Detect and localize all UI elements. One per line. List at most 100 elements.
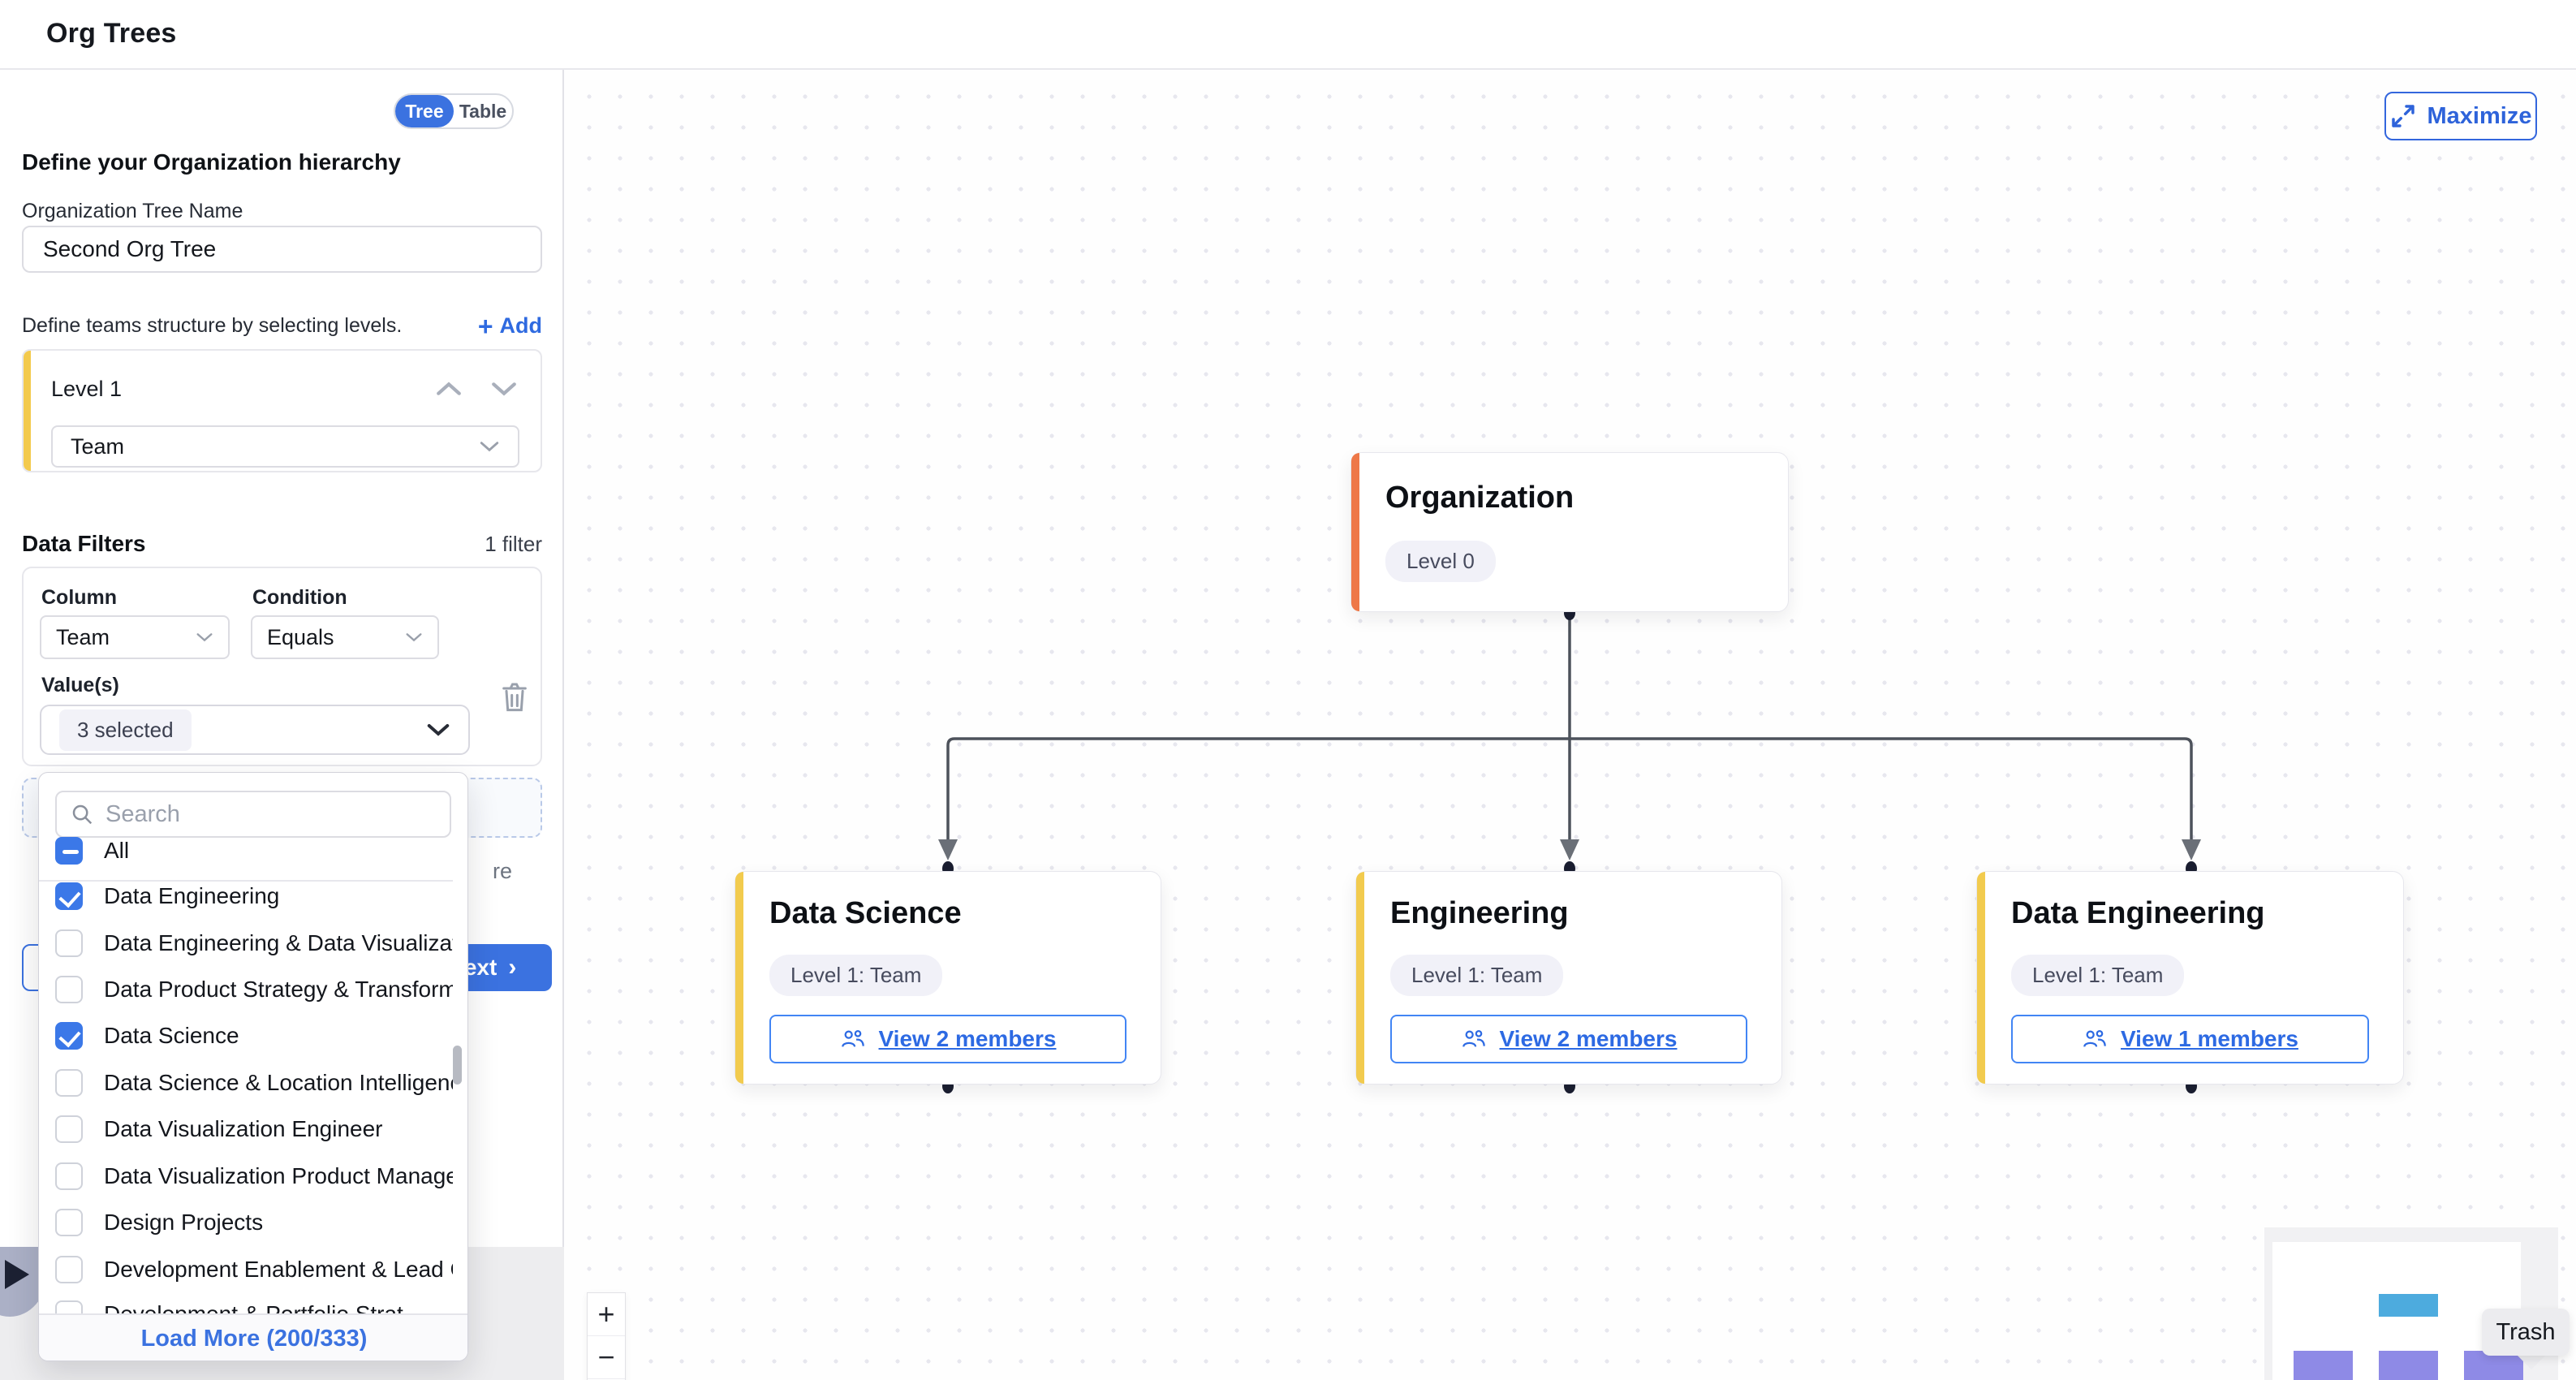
view-members-label: View 1 members <box>2121 1026 2298 1051</box>
view-members-button[interactable]: View 2 members <box>1390 1015 1747 1063</box>
node-level-badge: Level 1: Team <box>769 955 943 996</box>
level-card: Level 1 Team <box>22 349 542 472</box>
search-icon <box>72 804 93 825</box>
chevron-down-icon <box>427 724 450 736</box>
minimap-root-node <box>2379 1294 2438 1317</box>
sidebar-section-title: Define your Organization hierarchy <box>22 149 401 175</box>
option-checkbox[interactable] <box>55 1115 83 1143</box>
view-members-label: View 2 members <box>1499 1026 1678 1051</box>
node-accent-bar <box>1356 872 1364 1084</box>
trash-tooltip: Trash <box>2482 1309 2570 1356</box>
tree-edges <box>938 606 2201 1093</box>
dropdown-option[interactable]: Data Visualization Engineer <box>39 1108 453 1150</box>
chevron-down-icon <box>406 633 422 642</box>
filter-count-badge: 1 filter <box>485 532 542 556</box>
plus-icon: + <box>477 311 493 341</box>
data-filters-title: Data Filters <box>22 531 146 556</box>
node-title: Organization <box>1385 481 1574 515</box>
org-tree-canvas[interactable]: Maximize Organization Level 0 Data Scien… <box>564 70 2576 1380</box>
dropdown-option[interactable]: Development Enablement & Lead Ge... <box>39 1248 453 1291</box>
tree-name-input[interactable] <box>22 226 542 273</box>
values-label: Value(s) <box>41 674 119 696</box>
option-label: Design Projects <box>104 1210 264 1235</box>
maximize-label: Maximize <box>2427 102 2532 129</box>
zoom-out-button[interactable]: − <box>588 1336 625 1379</box>
obscured-text-fragment: re <box>493 859 513 883</box>
select-all-checkbox[interactable] <box>55 837 83 865</box>
values-multiselect[interactable]: 3 selected <box>40 705 470 755</box>
condition-label: Condition <box>252 586 347 609</box>
level-card-title: Level 1 <box>51 377 123 401</box>
add-level-button[interactable]: + Add <box>478 313 542 339</box>
option-checkbox[interactable] <box>55 1162 83 1190</box>
trash-tooltip-label: Trash <box>2496 1318 2556 1345</box>
option-label: Data Engineering & Data Visualization <box>104 930 453 955</box>
option-label: Development Enablement & Lead Ge... <box>104 1257 453 1282</box>
condition-select[interactable]: Equals <box>251 615 439 659</box>
condition-value: Equals <box>267 624 334 649</box>
option-checkbox[interactable] <box>55 1069 83 1097</box>
view-members-button[interactable]: View 2 members <box>769 1015 1126 1063</box>
dropdown-search-input[interactable] <box>106 800 414 828</box>
dropdown-option[interactable]: Data Visualization Product Managem... <box>39 1155 453 1197</box>
minimap[interactable] <box>2264 1227 2558 1380</box>
filter-card: Column Condition Team Equals Value(s) 3 … <box>22 567 542 766</box>
minimap-child-node <box>2379 1351 2438 1380</box>
toggle-tree-option[interactable]: Tree <box>395 95 454 127</box>
dropdown-scrollbar[interactable] <box>453 1046 462 1085</box>
column-value: Team <box>56 624 110 649</box>
dropdown-divider <box>39 880 453 882</box>
node-level-badge: Level 1: Team <box>2011 955 2185 996</box>
option-label: Data Science & Location Intelligence <box>104 1070 453 1095</box>
node-level-badge: Level 1: Team <box>1390 955 1564 996</box>
move-level-up-icon[interactable] <box>435 378 463 399</box>
dropdown-search[interactable] <box>55 791 451 838</box>
node-level-badge: Level 0 <box>1385 541 1496 582</box>
dropdown-option[interactable]: Data Engineering <box>39 875 453 917</box>
org-node-data-engineering[interactable]: Data Engineering Level 1: Team View 1 me… <box>1976 871 2404 1085</box>
add-level-label: Add <box>499 313 542 338</box>
delete-filter-icon[interactable] <box>498 679 531 714</box>
node-title: Data Engineering <box>2011 896 2265 930</box>
node-accent-bar <box>1351 453 1359 611</box>
dropdown-option[interactable]: Data Science & Location Intelligence <box>39 1062 453 1104</box>
option-checkbox[interactable] <box>55 882 83 910</box>
minimap-child-node <box>2294 1351 2353 1380</box>
dropdown-option[interactable]: Data Product Strategy & Transformat... <box>39 968 453 1011</box>
select-all-option[interactable]: All <box>39 830 453 872</box>
option-checkbox[interactable] <box>55 1209 83 1236</box>
values-dropdown-panel: All Data Engineering Data Engineering & … <box>38 772 468 1361</box>
view-members-button[interactable]: View 1 members <box>2011 1015 2369 1063</box>
load-more-button[interactable]: Load More (200/333) <box>39 1313 467 1361</box>
option-label: Data Engineering <box>104 883 280 908</box>
zoom-in-button[interactable]: + <box>588 1293 625 1336</box>
dropdown-option[interactable]: Design Projects <box>39 1201 453 1244</box>
column-select[interactable]: Team <box>40 615 230 659</box>
toggle-table-option[interactable]: Table <box>459 101 507 122</box>
members-icon <box>1462 1029 1485 1047</box>
option-checkbox[interactable] <box>55 1022 83 1050</box>
dropdown-option[interactable]: Data Science <box>39 1015 453 1057</box>
maximize-button[interactable]: Maximize <box>2384 92 2537 140</box>
org-node-data-science[interactable]: Data Science Level 1: Team View 2 member… <box>734 871 1161 1085</box>
chevron-down-icon <box>196 633 213 642</box>
option-checkbox[interactable] <box>55 929 83 957</box>
dropdown-option[interactable]: Data Engineering & Data Visualization <box>39 922 453 964</box>
move-level-down-icon[interactable] <box>490 378 518 399</box>
app-header: Org Trees <box>0 0 2576 70</box>
level-type-select[interactable]: Team <box>51 425 519 468</box>
members-icon <box>2083 1029 2106 1047</box>
tree-name-label: Organization Tree Name <box>22 200 243 222</box>
load-more-label: Load More (200/333) <box>140 1325 368 1352</box>
selected-count-tag: 3 selected <box>59 709 192 751</box>
option-label: Data Science <box>104 1023 239 1048</box>
chevron-right-icon: › <box>508 954 517 981</box>
option-checkbox[interactable] <box>55 1256 83 1283</box>
column-label: Column <box>41 586 118 609</box>
option-checkbox[interactable] <box>55 976 83 1003</box>
org-node-engineering[interactable]: Engineering Level 1: Team View 2 members <box>1355 871 1782 1085</box>
view-members-label: View 2 members <box>878 1026 1057 1051</box>
chevron-down-icon <box>480 442 499 452</box>
node-title: Engineering <box>1390 896 1569 930</box>
org-node-root[interactable]: Organization Level 0 <box>1350 452 1789 612</box>
